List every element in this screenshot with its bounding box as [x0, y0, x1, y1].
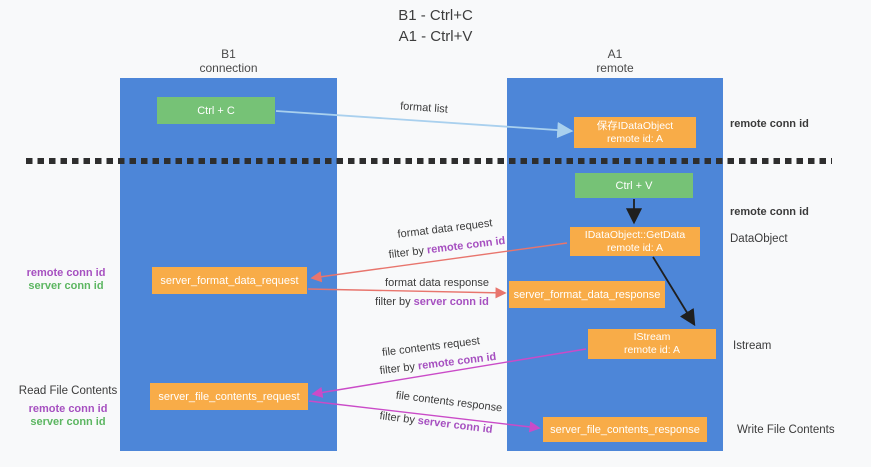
annotation-istream: Istream	[733, 340, 772, 352]
arrow-format-data-response	[307, 287, 507, 299]
lane-a1-subtitle: remote	[596, 61, 634, 75]
annotation-dataobject: DataObject	[730, 233, 788, 245]
node-istream-line1: IStream	[633, 331, 671, 343]
label-format-data-response: format data response	[385, 277, 489, 289]
node-idataobject-getdata-line1: IDataObject::GetData	[584, 228, 686, 241]
title-line-2: A1 - Ctrl+V	[398, 28, 473, 45]
title-line-1: B1 - Ctrl+C	[398, 7, 473, 24]
node-ctrl-v: Ctrl + V	[575, 173, 693, 198]
node-server-file-contents-request: server_file_contents_request	[150, 383, 308, 410]
node-idataobject-getdata-line2: remote id: A	[606, 241, 664, 254]
filter-by-text: filter by	[379, 360, 416, 378]
node-ctrl-v-label: Ctrl + V	[615, 179, 653, 192]
node-server-file-contents-request-label: server_file_contents_request	[158, 390, 300, 403]
node-server-format-data-response-label: server_format_data_response	[513, 288, 661, 301]
label-file-contents-response: file contents response	[395, 389, 503, 415]
remote-conn-id-term: remote conn id	[426, 234, 506, 257]
node-save-idataobject: 保存IDataObject remote id: A	[574, 117, 696, 148]
node-ctrl-c-label: Ctrl + C	[197, 104, 235, 117]
node-idataobject-getdata: IDataObject::GetData remote id: A	[570, 227, 700, 256]
annotation-write-file-contents: Write File Contents	[737, 424, 835, 436]
node-server-format-data-request-label: server_format_data_request	[160, 274, 299, 287]
node-istream: IStream remote id: A	[588, 329, 716, 359]
node-ctrl-c: Ctrl + C	[157, 97, 275, 124]
lane-b1-name: B1	[221, 47, 236, 61]
annotation-read-file-contents: Read File Contents	[18, 385, 118, 397]
node-server-file-contents-response-label: server_file_contents_response	[550, 423, 700, 436]
annotation-remote-conn-id-right-1: remote conn id	[730, 118, 809, 130]
remote-conn-id-term: remote conn id	[28, 403, 108, 415]
node-istream-line2: remote id: A	[623, 344, 681, 356]
server-conn-id-term: server conn id	[30, 416, 106, 428]
filter-by-text: filter by	[375, 296, 411, 308]
node-server-format-data-request: server_format_data_request	[152, 267, 307, 294]
node-save-idataobject-line2: remote id: A	[606, 132, 664, 145]
server-conn-id-term: server conn id	[413, 296, 489, 308]
node-save-idataobject-line1: 保存IDataObject	[596, 119, 674, 132]
lane-header-a1: A1 remote	[507, 47, 723, 75]
filter-by-text: filter by	[378, 410, 416, 427]
remote-conn-id-term: remote conn id	[26, 267, 106, 279]
label-format-list: format list	[399, 100, 449, 116]
node-server-file-contents-response: server_file_contents_response	[543, 417, 707, 442]
lane-header-b1: B1 connection	[120, 47, 337, 75]
lane-b1-subtitle: connection	[199, 61, 258, 75]
remote-conn-id-term: remote conn id	[417, 350, 497, 373]
server-conn-id-term: server conn id	[417, 414, 494, 436]
lane-a1-name: A1	[607, 47, 623, 61]
annotation-read-file-contents-block: Read File Contents remote conn id server…	[18, 385, 118, 429]
node-server-format-data-response: server_format_data_response	[509, 281, 665, 308]
server-conn-id-term: server conn id	[28, 280, 104, 292]
annotation-conn-ids-left-1: remote conn id server conn id	[18, 267, 114, 293]
diagram-title: B1 - Ctrl+C A1 - Ctrl+V	[0, 5, 871, 47]
annotation-remote-conn-id-right-2: remote conn id	[730, 206, 809, 218]
filter-by-text: filter by	[388, 244, 425, 262]
